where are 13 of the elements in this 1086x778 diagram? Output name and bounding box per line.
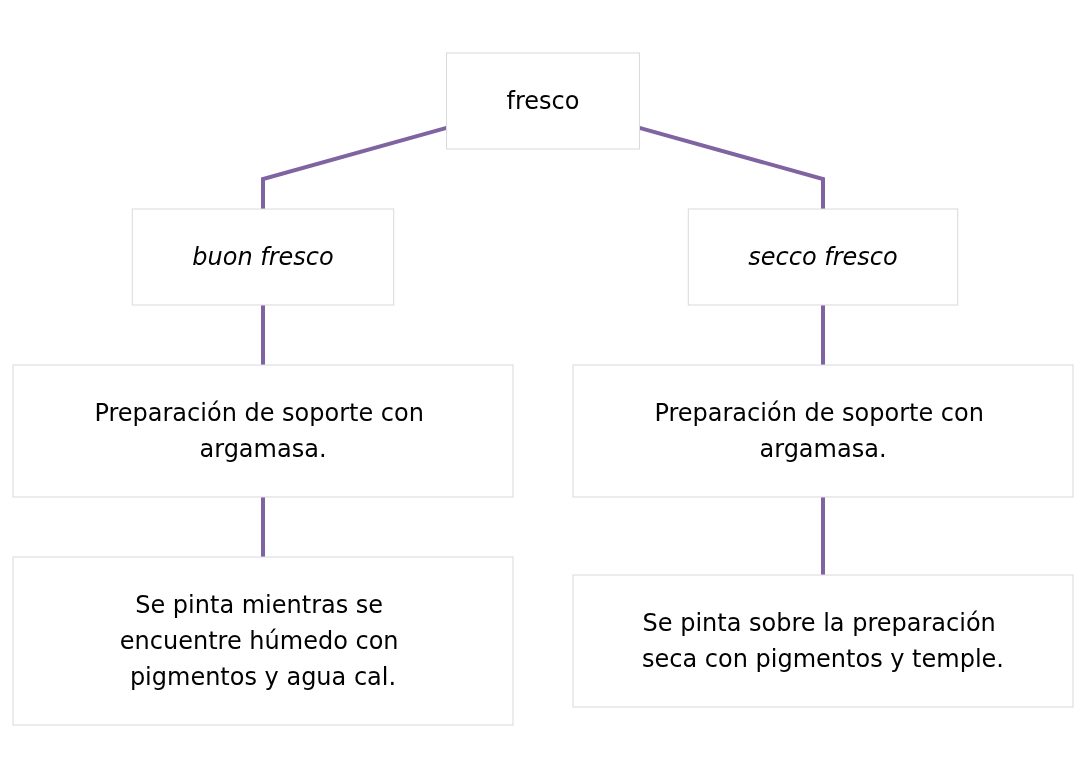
node-box: Se pinta sobre la preparación seca con pigmentos y temple. (572, 574, 1074, 708)
connector (821, 305, 825, 365)
node-box: Preparación de soporte con argamasa. (12, 364, 514, 498)
node-box: fresco (446, 52, 640, 150)
node-box: secco fresco (687, 208, 959, 306)
connector (261, 305, 265, 365)
connector (821, 497, 825, 575)
node-box: Se pinta mientras se encuentre húmedo con pigmentos y agua cal. (12, 556, 514, 726)
connector (261, 125, 448, 209)
node-box: Preparación de soporte con argamasa. (572, 364, 1074, 498)
connector (638, 125, 825, 209)
connector (261, 497, 265, 557)
node-box: buon fresco (131, 208, 395, 306)
